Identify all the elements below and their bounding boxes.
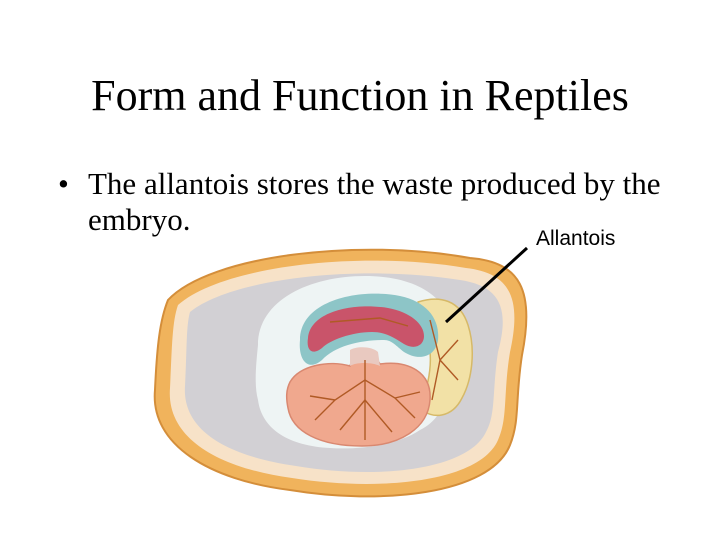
allantois-callout-line [444,246,529,324]
blood-vessels [309,317,459,440]
allantois-label: Allantois [536,227,616,250]
embryo-body [307,306,424,352]
bullet-text: The allantois stores the waste produced … [88,166,661,237]
yolk-stalk [350,347,380,366]
slide-title: Form and Function in Reptiles [91,71,629,120]
bullet-marker: • [58,166,69,201]
yolk-sac [285,355,431,447]
